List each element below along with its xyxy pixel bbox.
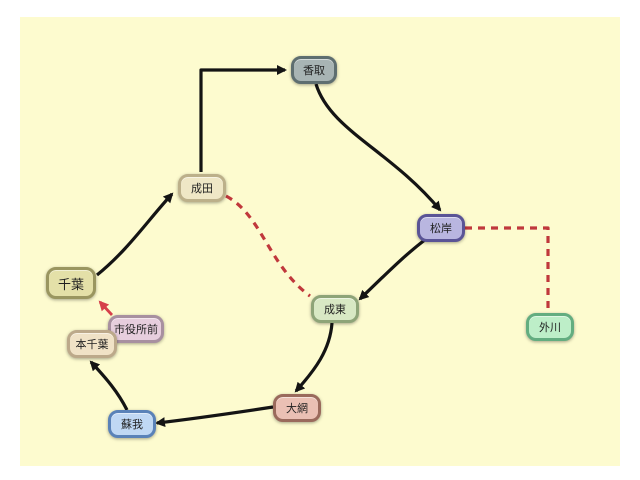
edge-naruto-oami: [294, 322, 334, 393]
node-narita[interactable]: 成田: [178, 174, 226, 202]
node-matsugishi[interactable]: 松岸: [417, 214, 465, 242]
node-honchiba[interactable]: 本千葉: [67, 330, 117, 358]
node-soga[interactable]: 蘇我: [108, 410, 156, 438]
edge-narita-katori: [199, 65, 287, 172]
node-togawa[interactable]: 外川: [526, 313, 574, 341]
edge-katori-matsugishi: [314, 83, 442, 212]
dashed-matsugishi-togawa: [465, 226, 550, 313]
node-katori[interactable]: 香取: [291, 56, 337, 84]
dashed-narita-naruto: [225, 194, 311, 298]
node-naruto[interactable]: 成東: [311, 295, 359, 323]
node-oami[interactable]: 大網: [273, 394, 321, 422]
edge-soga-honchiba: [89, 360, 129, 411]
node-chiba[interactable]: 千葉: [46, 267, 96, 299]
edge-oami-soga: [155, 405, 274, 428]
edge-shiyakushomae-chiba: [98, 300, 114, 316]
edge-chiba-narita: [95, 192, 174, 277]
diagram-background: [20, 17, 620, 466]
edge-matsugishi-naruto: [358, 237, 427, 301]
node-shiyakushomae[interactable]: 市役所前: [108, 315, 164, 343]
